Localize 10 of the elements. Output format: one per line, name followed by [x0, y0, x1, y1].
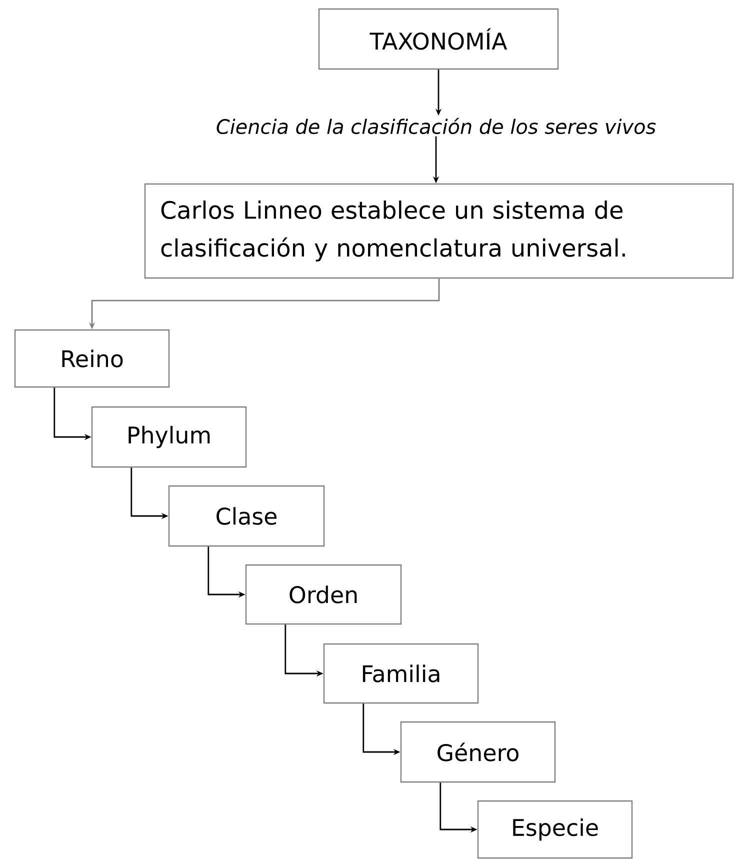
rank-box: TAXONOMÍA — [318, 8, 559, 70]
rank-box: Clase — [168, 485, 325, 547]
definition-text: Ciencia de la clasificación de los seres vivos — [216, 118, 656, 134]
description-box: Carlos Linneo establece un sistema de clasificación y nomenclatura universal. — [144, 183, 734, 279]
rank-box: Phylum — [91, 406, 247, 468]
rank-box: Género — [400, 721, 556, 783]
rank-box: Orden — [245, 564, 402, 625]
rank-box: Especie — [477, 800, 633, 859]
rank-box: Familia — [323, 643, 479, 704]
rank-box: Reino — [14, 329, 170, 388]
